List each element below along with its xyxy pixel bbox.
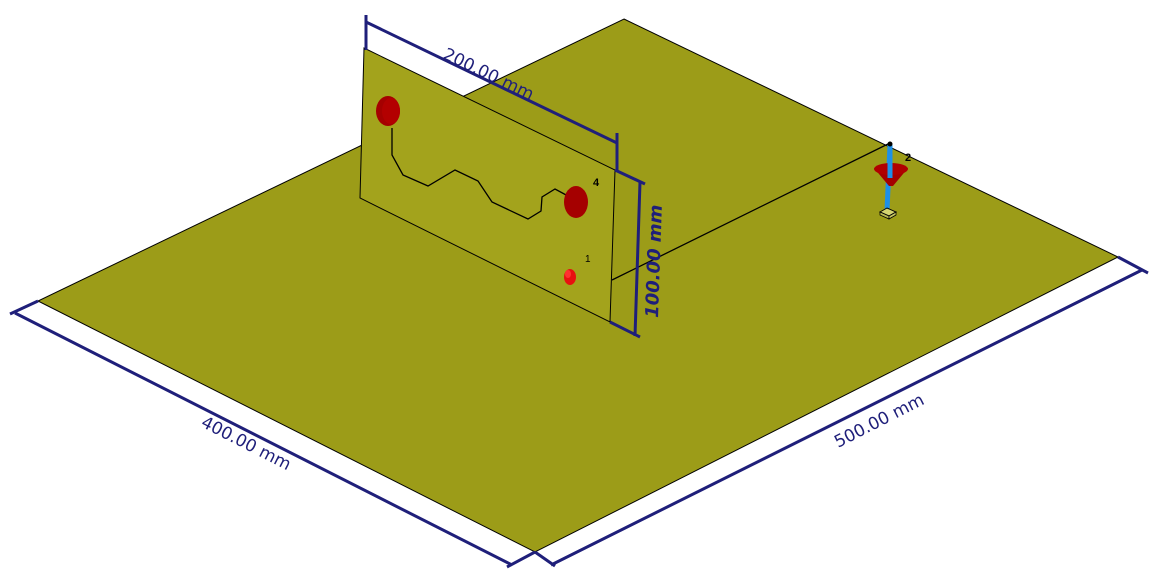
probe-port-2[interactable] <box>874 141 908 220</box>
port-1-highlight <box>565 270 571 278</box>
connection-wire <box>611 142 891 281</box>
meander-trace <box>391 128 569 220</box>
port-2-label: 2 <box>905 152 911 164</box>
board-height-label: 100.00 mm <box>642 204 667 318</box>
port-1-label: 1 <box>585 254 591 265</box>
port-4-pad[interactable] <box>564 186 588 218</box>
port-4-label: 4 <box>593 177 600 189</box>
pad-top-left-highlight <box>382 98 400 124</box>
dimension-ground-width <box>534 255 1149 568</box>
probe-tip <box>887 141 893 147</box>
dimension-board-height <box>609 168 646 339</box>
dimension-board-width <box>364 15 619 170</box>
dimension-ground-depth <box>9 299 536 569</box>
